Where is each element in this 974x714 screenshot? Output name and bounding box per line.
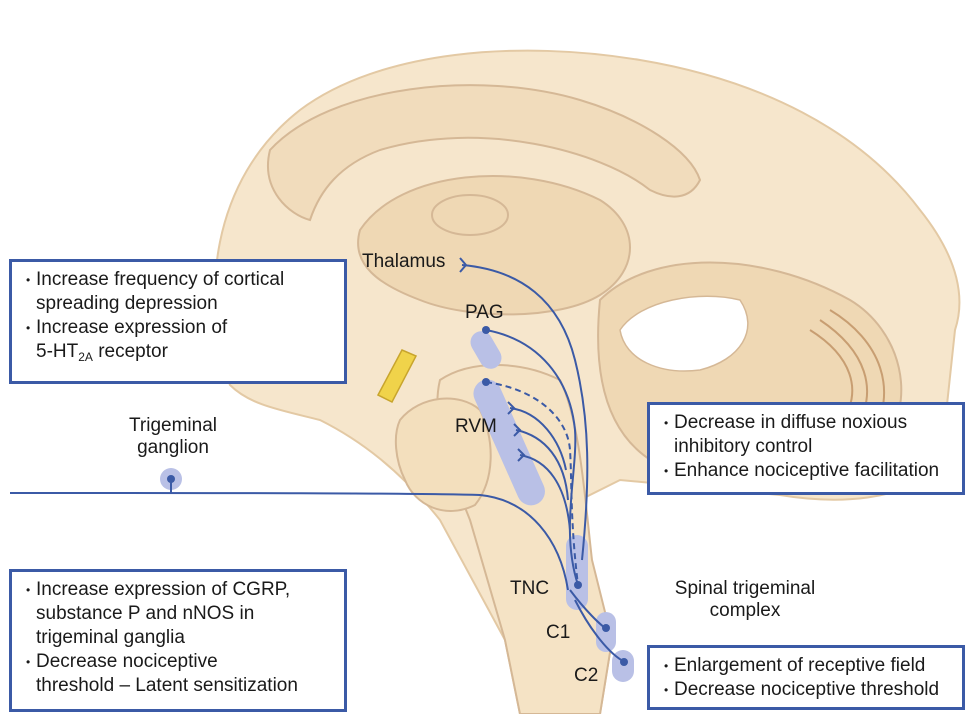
brainstem-effect-item: Enhance nociceptive facilitation — [664, 459, 952, 483]
trigeminal-ganglion-label-line1: Trigeminal — [118, 415, 228, 437]
pag-label: PAG — [465, 302, 504, 324]
cortex-effect-item: Increase frequency of cortical spreading… — [26, 268, 334, 316]
ganglion-effect-item: Increase expression of CGRP, substance P… — [26, 578, 334, 650]
brainstem-effects-box: Decrease in diffuse noxious inhibitory c… — [647, 402, 965, 495]
spinal-effects-box: Enlargement of receptive field Decrease … — [647, 645, 965, 710]
thalamus-label: Thalamus — [362, 251, 445, 273]
rvm-label: RVM — [455, 416, 497, 438]
spinal-effect-item: Enlargement of receptive field — [664, 654, 952, 678]
cortex-effects-box: Increase frequency of cortical spreading… — [9, 259, 347, 384]
spinal-trigeminal-label-line1: Spinal trigeminal — [660, 578, 830, 600]
cortex-effect-item: Increase expression of 5-HT2A receptor — [26, 316, 334, 364]
brainstem-effect-item: Decrease in diffuse noxious inhibitory c… — [664, 411, 952, 459]
tnc-label: TNC — [510, 578, 549, 600]
ganglion-effects-box: Increase expression of CGRP, substance P… — [9, 569, 347, 712]
spinal-trigeminal-label: Spinal trigeminal complex — [660, 578, 830, 622]
ganglion-effect-item: Decrease nociceptive threshold – Latent … — [26, 650, 334, 698]
c1-label: C1 — [546, 622, 570, 644]
spinal-effect-item: Decrease nociceptive threshold — [664, 678, 952, 702]
trigeminal-ganglion-label: Trigeminal ganglion — [118, 415, 228, 459]
trigeminal-ganglion-label-line2: ganglion — [118, 437, 228, 459]
spinal-trigeminal-label-line2: complex — [660, 600, 830, 622]
c2-label: C2 — [574, 665, 598, 687]
